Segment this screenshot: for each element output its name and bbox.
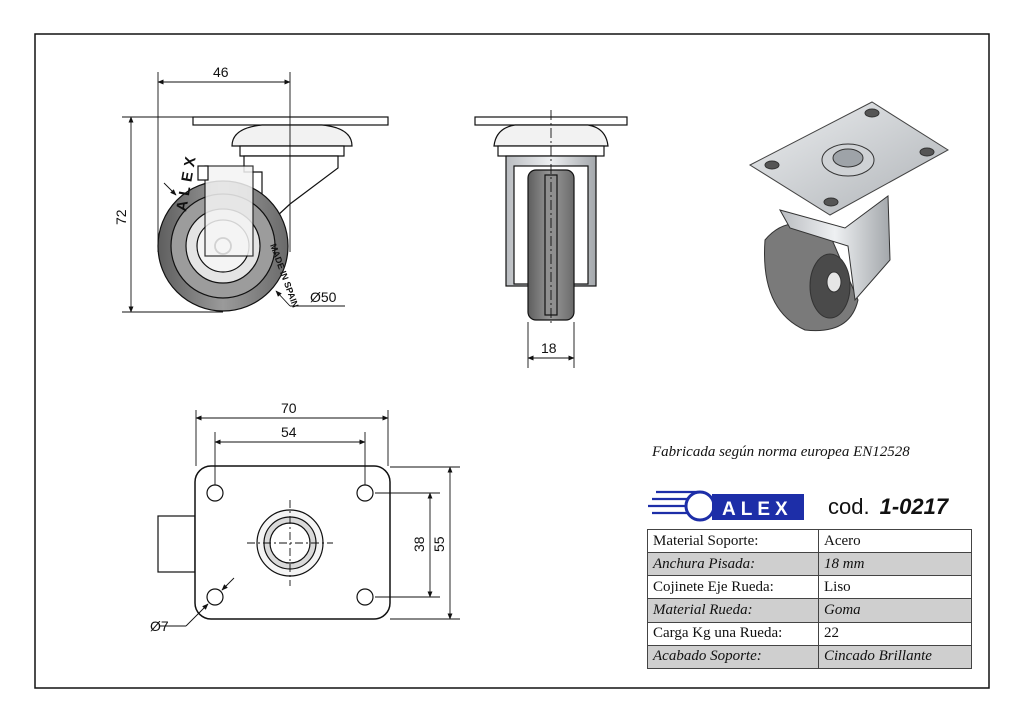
dim-height: 72	[113, 209, 129, 225]
side-fork-clip	[197, 165, 209, 181]
dim-wheel-diameter: Ø50	[310, 289, 337, 305]
plate-view	[157, 465, 391, 620]
product-code: cod. 1-0217	[828, 494, 948, 520]
spec-label: Cojinete Eje Rueda:	[647, 575, 819, 600]
logo-text: ALEX	[722, 499, 793, 520]
iso-wheel-axle	[826, 271, 842, 293]
side-view	[157, 116, 389, 312]
isometric-view	[748, 101, 949, 332]
spec-value: Goma	[818, 598, 972, 623]
iso-center-hole	[832, 148, 864, 168]
iso-plate-hole-1	[764, 160, 780, 170]
logo-plate	[712, 494, 804, 520]
iso-fork	[778, 195, 891, 302]
dim-plate-depth: 55	[431, 536, 447, 552]
plate-hole-top-right	[356, 484, 374, 502]
dim-hole-diameter: Ø7	[150, 618, 169, 634]
logo-wheel-icon	[684, 490, 716, 522]
spec-label: Material Soporte:	[647, 528, 819, 554]
alex-logo: ALEX	[648, 490, 804, 522]
sheet-border	[34, 33, 990, 689]
norm-text: Fabricada según norma europea EN12528	[652, 444, 910, 460]
spec-row: Material Soporte: Acero	[647, 528, 972, 554]
spec-row: Anchura Pisada: 18 mm	[647, 552, 972, 577]
dim-tread-width: 18	[541, 340, 557, 356]
spec-value: Cincado Brillante	[818, 644, 972, 670]
spec-row: Acabado Soporte: Cincado Brillante	[647, 644, 972, 670]
plate-side-stem	[157, 515, 196, 573]
product-code-prefix: cod.	[828, 494, 870, 519]
iso-plate-hole-4	[823, 197, 839, 207]
dim-hole-spacing-y: 38	[411, 536, 427, 552]
spec-row: Carga Kg una Rueda: 22	[647, 621, 972, 646]
side-fork-leg	[204, 165, 254, 257]
spec-row: Cojinete Eje Rueda: Liso	[647, 575, 972, 600]
side-top-plate	[192, 116, 389, 126]
spec-value: Liso	[818, 575, 972, 600]
spec-value: Acero	[818, 528, 972, 554]
spec-label: Acabado Soporte:	[647, 644, 819, 670]
spec-row: Material Rueda: Goma	[647, 598, 972, 623]
spec-value: 18 mm	[818, 552, 972, 577]
dimension-lines-side	[122, 72, 345, 313]
spec-label: Carga Kg una Rueda:	[647, 621, 819, 646]
plate-hole-bottom-left	[206, 588, 224, 606]
spec-label: Material Rueda:	[647, 598, 819, 623]
spec-label: Anchura Pisada:	[647, 552, 819, 577]
side-swivel-base	[239, 145, 345, 157]
plate-hole-top-left	[206, 484, 224, 502]
side-swivel-cup	[231, 124, 353, 147]
dimension-lines-plate	[160, 410, 460, 627]
dim-plate-width: 70	[281, 400, 297, 416]
iso-plate-hole-2	[864, 108, 880, 118]
specs-table: Material Soporte: Acero Anchura Pisada: …	[647, 528, 972, 670]
dim-hole-spacing-x: 54	[281, 424, 297, 440]
dim-top-width: 46	[213, 64, 229, 80]
product-code-value: 1-0217	[879, 494, 949, 519]
dimension-lines-front	[527, 110, 575, 368]
spec-value: 22	[818, 621, 972, 646]
plate-hole-bottom-right	[356, 588, 374, 606]
iso-plate-hole-3	[919, 147, 935, 157]
